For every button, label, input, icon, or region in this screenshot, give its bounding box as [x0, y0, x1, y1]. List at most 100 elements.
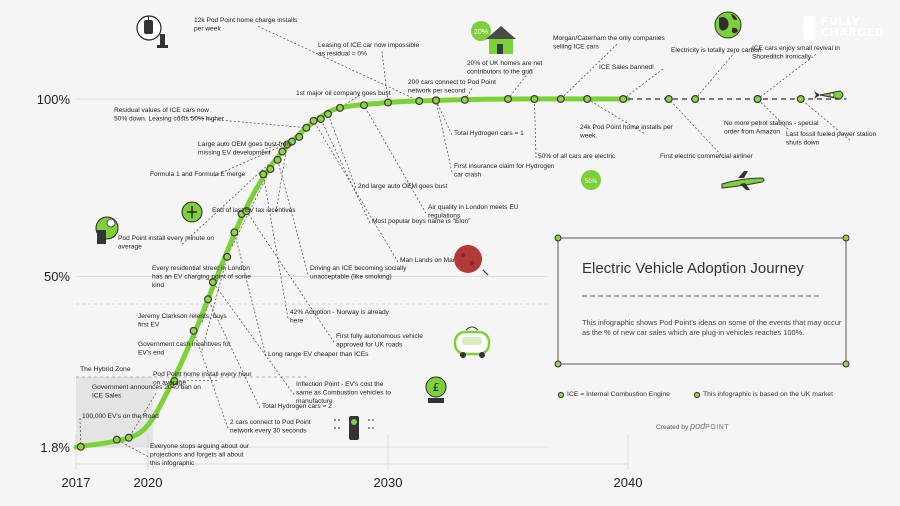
event-dot-marker	[266, 165, 275, 174]
event-label: Formula 1 and Formula E merge	[150, 171, 246, 178]
event-dot-marker	[259, 170, 268, 179]
event-dot	[796, 94, 805, 103]
event-label: 50% of all cars are electric	[538, 153, 616, 160]
event-dot	[223, 252, 232, 261]
event-dot	[360, 101, 369, 110]
event-dot	[170, 377, 179, 386]
credit: Created by podPOINT	[656, 421, 729, 431]
event-dot-marker	[796, 94, 805, 103]
leader-line	[277, 159, 309, 275]
leader-line	[174, 379, 218, 382]
event-label: 1st major oil company goes bust	[296, 90, 391, 97]
event-label: Long range EV cheaper than ICEs	[268, 351, 369, 358]
event-dot	[530, 94, 539, 103]
y-tick-label: 100%	[37, 92, 71, 107]
rocket-icon	[814, 90, 844, 100]
event-dot-marker	[384, 98, 393, 107]
leader-line	[587, 98, 645, 134]
event-dot	[619, 94, 628, 103]
event-dot-marker	[124, 433, 133, 442]
legend-uk: This infographic is based on the UK mark…	[703, 391, 833, 398]
event-dot-marker	[112, 435, 121, 444]
svg-text:£: £	[433, 381, 440, 394]
event-dot-marker	[360, 101, 369, 110]
event-dot	[302, 123, 311, 132]
y-tick-label: 50%	[44, 269, 70, 284]
event-dot	[432, 96, 441, 105]
leader-line	[622, 68, 664, 100]
event-dot-marker	[316, 114, 325, 123]
event-dot-marker	[170, 377, 179, 386]
event-dot-marker	[309, 116, 318, 125]
leader-line	[381, 51, 389, 103]
brand-line2: CHARGED	[821, 26, 885, 39]
event-dots	[76, 94, 805, 451]
event-dot-marker	[619, 94, 628, 103]
plug-logo-icon	[803, 16, 815, 40]
event-dot	[273, 155, 282, 164]
event-dot	[460, 95, 469, 104]
event-dot-marker	[189, 326, 198, 335]
event-label: Electricity is totally zero carbon	[671, 47, 762, 54]
leader-line	[327, 113, 357, 189]
hybrid-zone-label: The Hybrid Zone	[80, 366, 131, 373]
leader-line	[201, 256, 228, 351]
event-dot	[753, 94, 762, 103]
event-dot-marker	[432, 96, 441, 105]
info-box-frame	[554, 234, 850, 368]
event-dot	[204, 295, 213, 304]
event-label: 2nd large auto OEM goes bust	[358, 183, 448, 190]
badge-20-label: 20%	[474, 29, 488, 36]
event-label: End of last EV tax incentives	[212, 207, 296, 214]
credit-logo-b: POINT	[705, 424, 730, 431]
event-dot	[384, 98, 393, 107]
event-dot-marker	[460, 95, 469, 104]
leader-line	[116, 439, 149, 457]
event-label: Man Lands on Mars	[400, 257, 459, 264]
event-dot	[230, 228, 239, 237]
event-dot	[309, 116, 318, 125]
leader-line	[363, 105, 427, 214]
info-title: Electric Vehicle Adoption Journey	[582, 260, 804, 277]
leader-line	[212, 281, 295, 395]
info-box: Electric Vehicle Adoption Journey This i…	[558, 238, 846, 364]
airliner-icon	[721, 171, 765, 190]
event-dot	[266, 165, 275, 174]
brand-logo: FULLY CHARGED	[803, 16, 885, 40]
x-tick-label: 2020	[134, 475, 163, 490]
event-dot-marker	[288, 137, 297, 146]
y-tick-label: 1.8%	[40, 440, 70, 455]
leader-line	[694, 51, 736, 100]
leader-line	[534, 98, 537, 159]
event-label: 100,000 EV's on the Road	[82, 413, 159, 420]
leader-line	[79, 417, 82, 447]
event-dot	[691, 94, 700, 103]
event-label: Total Hydrogen cars = 1	[454, 130, 524, 137]
event-dot-marker	[415, 97, 424, 106]
leader-line	[320, 118, 371, 224]
leader-line	[275, 144, 288, 213]
leader-line	[128, 393, 157, 438]
event-dot-marker	[691, 94, 700, 103]
dollar-plug-icon	[181, 201, 203, 223]
leader-line	[560, 44, 618, 100]
event-dot-marker	[208, 278, 217, 287]
